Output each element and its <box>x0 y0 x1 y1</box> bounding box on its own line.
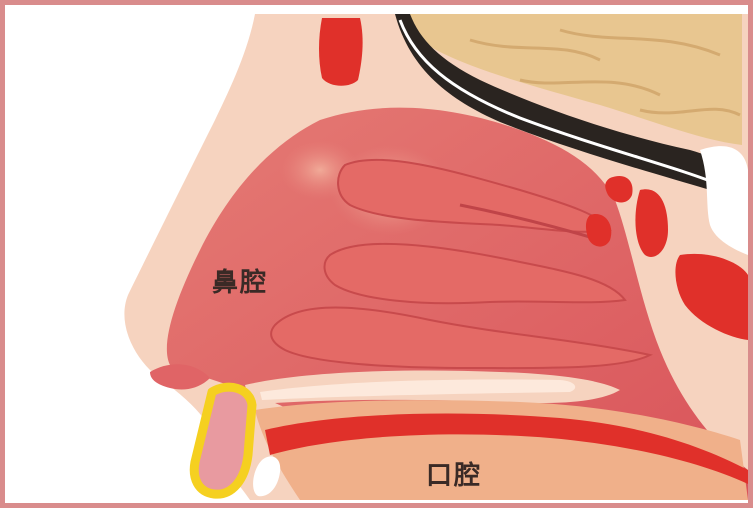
nasal-cavity-label: 鼻腔 <box>212 262 268 299</box>
oral-cavity-label: 口腔 <box>426 455 482 492</box>
frontal-sinus <box>319 18 363 86</box>
